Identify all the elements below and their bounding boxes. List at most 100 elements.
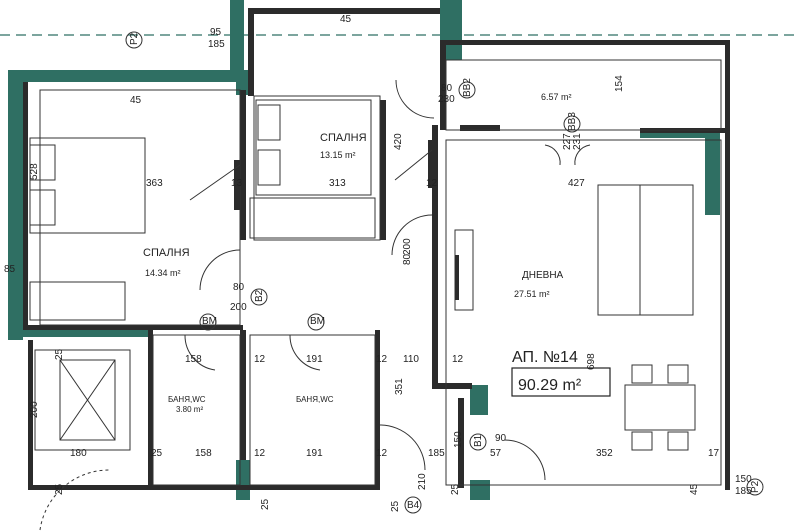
dim: 185 [208,39,225,50]
dim: 427 [568,178,585,189]
dim: 227 [562,133,573,150]
dim: 12 [376,354,388,365]
dim: 158 [195,448,212,459]
tag-circle [469,433,487,451]
elevator-shaft [34,349,131,451]
wall [240,90,246,240]
pillow [257,149,281,186]
wall [432,125,438,385]
dim: 25 [151,448,163,459]
wall [148,330,153,490]
dim: 352 [596,448,613,459]
wall [28,485,148,490]
wardrobe-top [249,197,376,239]
dim: 351 [394,378,405,395]
exterior-wall-notch [236,70,248,95]
door-swing [391,214,433,256]
wall [28,340,33,490]
dim: 25 [54,483,65,495]
dim: 313 [329,178,346,189]
tag-circle [563,115,581,133]
dim: 150 [453,431,464,448]
wall [28,325,243,330]
room-area-bedroom-top: 13.15 m² [320,150,356,160]
door-swing [504,439,546,481]
tag-circle [125,31,143,49]
tag-label: B1 [473,434,484,447]
area-box [511,367,611,397]
room-area-bedroom-left: 14.34 m² [145,268,181,278]
dim: 191 [306,354,323,365]
dim: 420 [393,133,404,150]
tag-label: BM [310,316,325,327]
dim: 230 [438,94,455,105]
dim: 363 [146,178,163,189]
exterior-wall-column [230,0,244,70]
pillow [257,104,281,141]
bed-left [29,137,146,234]
dining-table [624,384,696,431]
pillow [29,144,56,181]
dim: 45 [340,14,352,25]
dim: 180 [70,448,87,459]
dim: 12 [426,178,438,189]
exterior-wall-right [705,135,720,215]
chair [667,431,689,451]
dim: 231 [572,133,583,150]
dim: 12 [452,354,464,365]
dim: 80 [402,253,413,265]
door-swing [395,79,435,119]
dim: 13 [231,178,243,189]
dim: 57 [490,448,502,459]
door-swing [544,144,561,166]
tag-label: BB3 [567,112,578,131]
tag-label: BB2 [462,78,473,97]
wall [248,8,254,96]
dim: 154 [614,75,625,92]
room-area-living: 27.51 m² [514,289,550,299]
exterior-column-mid [470,385,488,415]
dim: 95 [210,27,222,38]
sofa [597,184,694,316]
dim: 12 [376,448,388,459]
tag-label: B2 [254,289,265,302]
wall [375,330,380,490]
dim: 200 [29,401,40,418]
dim: 25 [390,500,401,512]
tag-circle [404,496,422,514]
bedroom-top-outline [253,95,381,241]
dim: 185 [735,486,752,497]
window-marker [428,140,432,188]
dim: 80 [233,282,245,293]
dim: 90 [495,433,507,444]
room-name-bedroom-left: СПАЛНЯ [143,247,190,259]
chair [631,431,653,451]
wall [23,82,28,330]
wall [432,383,472,389]
room-name-bath1: БАНЯ,WC [168,395,206,404]
exterior-column-bottom-right [470,480,490,500]
window-line [189,164,241,201]
dim: 45 [689,483,700,495]
pillow [29,189,56,226]
elevator-cabin [59,359,116,441]
living-outline [445,139,722,486]
bed-top [255,99,372,196]
wall [460,125,500,131]
tag-circle [458,81,476,99]
dim: 17 [708,448,720,459]
dim: 150 [735,474,752,485]
room-area-terrace: 6.57 m² [541,92,572,102]
dim: 158 [185,354,202,365]
wall [240,330,246,460]
tag-circle [307,313,325,331]
wall [248,8,440,14]
dim: 200 [402,238,413,255]
tag-circle [250,288,268,306]
door-swing [574,144,591,166]
terrace-outline [445,59,722,131]
dim: 528 [29,163,40,180]
wall [148,485,378,490]
bath1-outline [152,334,241,486]
